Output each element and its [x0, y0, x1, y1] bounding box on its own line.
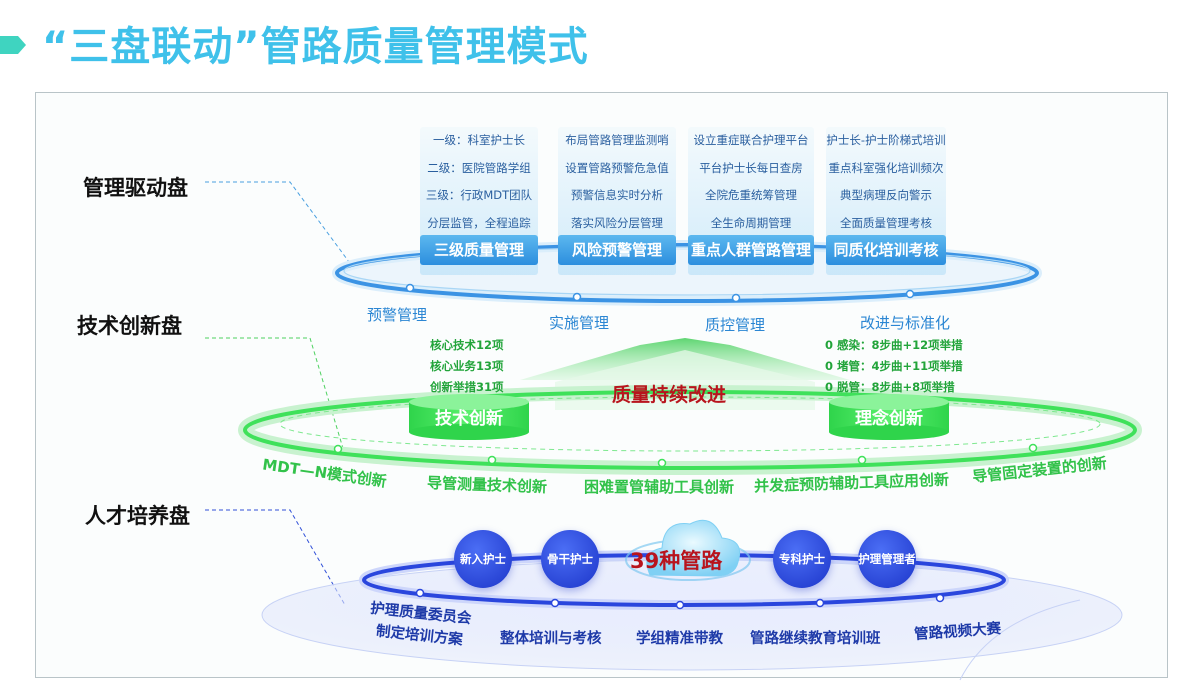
connector-talent	[205, 509, 346, 606]
column-item: 布局管路管理监测哨	[565, 133, 669, 147]
column-item: 典型病理反向警示	[840, 188, 932, 202]
key-population-button: 重点人群管路管理	[688, 235, 814, 265]
tube-count-text: 39种管路	[630, 549, 723, 573]
column-item: 分层监管，全程追踪	[427, 215, 531, 230]
cloud-icon	[625, 519, 751, 581]
column-item: 一级：科室护士长	[433, 133, 525, 147]
three-level-quality-button: 三级质量管理	[420, 235, 538, 265]
ring-label-warning: 预警管理	[367, 306, 428, 324]
ring-label-difficult-placement: 困难置管辅助工具创新	[584, 478, 735, 496]
stat-line: 0 脱管：8步曲+8项举措	[825, 380, 955, 394]
ring-label-quality-control: 质控管理	[705, 316, 766, 334]
column-item: 全生命周期管理	[710, 215, 792, 230]
stat-line: 核心技术12项	[430, 338, 504, 352]
stat-line: 0 感染：8步曲+12项举措	[825, 338, 963, 352]
management-disc-label: 管理驱动盘	[83, 176, 188, 200]
management-column-2: 布局管路管理监测哨 设置管路预警危急值 预警信息实时分析 落实风险分层管理 风险…	[558, 127, 676, 275]
column-item: 平台护士长每日查房	[699, 160, 803, 175]
column-item: 落实风险分层管理	[571, 215, 663, 230]
management-column-4: 护士长-护士阶梯式培训 重点科室强化培训频次 典型病理反向警示 全面质量管理考核…	[826, 127, 946, 275]
stat-line: 创新举措31项	[430, 380, 504, 394]
column-item: 护士长-护士阶梯式培训	[826, 133, 946, 147]
title-marker-icon	[0, 36, 26, 54]
left-cylinder	[409, 394, 529, 440]
ring-label-group-teaching: 学组精准带教	[636, 631, 723, 647]
ring-label-continuing-education: 管路继续教育培训班	[750, 631, 881, 647]
column-item: 设立重症联合护理平台	[693, 133, 809, 147]
concept-innovation-label: 理念创新	[855, 409, 923, 429]
ring-label-improvement: 改进与标准化	[860, 314, 951, 332]
ring-label-implementation: 实施管理	[549, 314, 610, 332]
ring-label-measurement: 导管测量技术创新	[426, 473, 548, 497]
new-nurse-circle: 新入护士	[454, 530, 512, 588]
tech-stats-right: 0 感染：8步曲+12项举措 0 堵管：4步曲+11项举措 0 脱管：8步曲+8…	[825, 335, 963, 398]
column-item: 设置管路预警危急值	[565, 160, 669, 175]
risk-warning-button: 风险预警管理	[558, 235, 676, 265]
column-item: 预警信息实时分析	[571, 188, 663, 202]
backbone-nurse-circle: 骨干护士	[541, 530, 599, 588]
column-item: 二级：医院管路学组	[427, 160, 531, 175]
quality-improvement-text: 质量持续改进	[612, 384, 727, 406]
ring-label-overall-training: 整体培训与考核	[500, 631, 602, 647]
management-column-3: 设立重症联合护理平台 平台护士长每日查房 全院危重统筹管理 全生命周期管理 重点…	[688, 127, 814, 275]
page-title: “三盘联动”管路质量管理模式	[42, 24, 589, 70]
right-cylinder	[829, 394, 949, 440]
column-item: 全院危重统筹管理	[705, 188, 797, 202]
column-item: 三级：行政MDT团队	[425, 188, 533, 202]
specialist-nurse-circle: 专科护士	[773, 530, 831, 588]
tech-disc-label: 技术创新盘	[77, 314, 182, 338]
training-assessment-button: 同质化培训考核	[826, 235, 946, 265]
talent-disc-label: 人才培养盘	[85, 504, 190, 528]
tech-ring	[238, 385, 1142, 475]
tech-stats-left: 核心技术12项 核心业务13项 创新举措31项	[430, 335, 504, 398]
tech-innovation-label: 技术创新	[435, 409, 503, 429]
stat-line: 核心业务13项	[430, 359, 504, 373]
column-item: 全面质量管理考核	[840, 215, 932, 230]
nurse-manager-circle: 护理管理者	[858, 530, 916, 588]
column-item: 重点科室强化培训频次	[828, 160, 944, 175]
connector-tech	[205, 337, 346, 456]
stat-line: 0 堵管：4步曲+11项举措	[825, 359, 963, 373]
connector-management	[205, 181, 356, 271]
management-column-1: 一级：科室护士长 二级：医院管路学组 三级：行政MDT团队 分层监管，全程追踪 …	[420, 127, 538, 275]
